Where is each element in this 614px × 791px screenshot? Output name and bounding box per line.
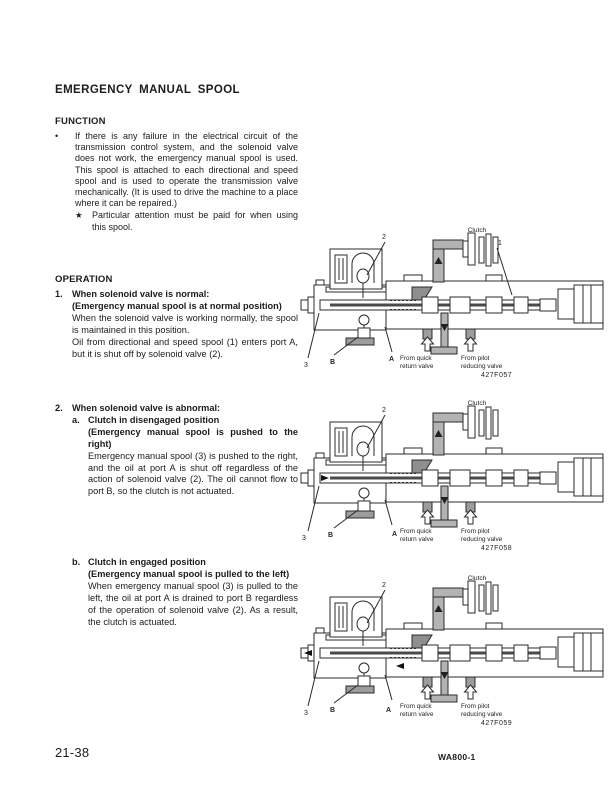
flow-arrow-right: [321, 475, 329, 481]
valve-diagram-normal: 1 Clutch 2 3 B A From quick return valve…: [300, 227, 614, 379]
item-2b-body: When emergency manual spool (3) is pulle…: [88, 580, 298, 627]
callout-2: 2: [382, 234, 386, 241]
port-a-label: A: [386, 707, 391, 714]
item-2b-title: Clutch in engaged position: [88, 557, 206, 567]
clutch-label: Clutch: [468, 575, 487, 582]
svg-text:1: 1: [498, 240, 502, 247]
callout-2: 2: [382, 407, 386, 414]
from-pilot-caption-line2: reducing valve: [461, 536, 503, 543]
from-pilot-caption-line2: reducing valve: [461, 711, 503, 718]
port-b-label: B: [330, 707, 335, 714]
from-pilot-caption-line1: From pilot: [461, 703, 490, 710]
callout-3: 3: [304, 362, 308, 369]
flow-arrow-drain: [396, 663, 404, 669]
from-quick-caption-line2: return valve: [400, 536, 434, 543]
from-quick-caption-line2: return valve: [400, 711, 434, 718]
callout-2: 2: [382, 582, 386, 589]
callout-1: 1: [496, 240, 513, 296]
item-2a-title: Clutch in disengaged position: [88, 414, 220, 425]
item-number: 1.: [55, 289, 63, 299]
item-2-title: When solenoid valve is abnormal:: [72, 403, 221, 413]
port-a-label: A: [392, 531, 397, 538]
function-section: FUNCTION • If there is any failure in th…: [55, 116, 298, 233]
operation-section: OPERATION 1. When solenoid valve is norm…: [55, 274, 298, 360]
figure-number: 427F059: [481, 720, 512, 727]
function-note-item: ★ Particular attention must be paid for …: [55, 210, 298, 232]
port-b-label: B: [328, 532, 333, 539]
callout-3: 3: [302, 535, 306, 542]
port-a-label: A: [389, 356, 394, 363]
valve-diagram-engaged: Clutch 2 3 B A From quick return valve F…: [300, 575, 614, 727]
function-bullet-item: • If there is any failure in the electri…: [55, 131, 298, 209]
from-quick-caption-line1: From quick: [400, 528, 432, 535]
page-title: EMERGENCY MANUAL SPOOL: [55, 83, 240, 96]
sub-item-letter: b.: [72, 557, 81, 567]
item-number: 2.: [55, 403, 63, 413]
figure-number: 427F058: [481, 545, 512, 552]
item-2b-subtitle: (Emergency manual spool is pulled to the…: [88, 568, 290, 579]
item-2a-body: Emergency manual spool (3) is pushed to …: [88, 450, 298, 497]
operation-item-2: 2. When solenoid valve is abnormal: a. C…: [55, 403, 298, 498]
model-code: WA800-1: [438, 752, 476, 762]
valve-diagram-disengaged: Clutch 2 3 B A From quick return valve F…: [300, 400, 614, 552]
page-number: 21-38: [55, 745, 90, 760]
from-pilot-caption-line2: reducing valve: [461, 363, 503, 370]
flow-arrow-left: [304, 650, 312, 656]
operation-item-1: 1. When solenoid valve is normal: (Emerg…: [55, 289, 298, 360]
function-text: If there is any failure in the electrica…: [75, 131, 298, 209]
from-pilot-caption-line1: From pilot: [461, 528, 490, 535]
clutch-label: Clutch: [468, 227, 487, 234]
operation-item-2b: b. Clutch in engaged position (Emergency…: [72, 557, 298, 628]
item-1-subtitle: (Emergency manual spool is at normal pos…: [72, 300, 282, 311]
port-b-label: B: [330, 359, 335, 366]
from-quick-caption-line1: From quick: [400, 703, 432, 710]
figure-427F058: Clutch 2 3 B A From quick return valve F…: [300, 398, 614, 554]
item-1-title: When solenoid valve is normal:: [72, 289, 210, 299]
from-quick-caption-line1: From quick: [400, 355, 432, 362]
figure-number: 427F057: [481, 372, 512, 379]
figure-427F059: Clutch 2 3 B A From quick return valve F…: [300, 573, 614, 729]
function-note-text: Particular attention must be paid for wh…: [92, 210, 298, 232]
bullet-icon: •: [55, 131, 59, 141]
from-quick-caption-line2: return valve: [400, 363, 434, 370]
callout-3: 3: [304, 710, 308, 717]
sub-item-letter: a.: [72, 414, 80, 425]
operation-item-2a: a. Clutch in disengaged position (Emerge…: [72, 415, 298, 498]
clutch-label: Clutch: [468, 400, 487, 407]
star-icon: ★: [75, 210, 83, 221]
item-2a-subtitle: (Emergency manual spool is pushed to the…: [88, 426, 298, 449]
from-pilot-caption-line1: From pilot: [461, 355, 490, 362]
item-1-body: When the solenoid valve is working norma…: [72, 312, 298, 359]
operation-heading: OPERATION: [55, 274, 113, 285]
figure-427F057: 1 Clutch 2 3 B A From quick return valve…: [300, 225, 614, 381]
function-heading: FUNCTION: [55, 116, 106, 127]
